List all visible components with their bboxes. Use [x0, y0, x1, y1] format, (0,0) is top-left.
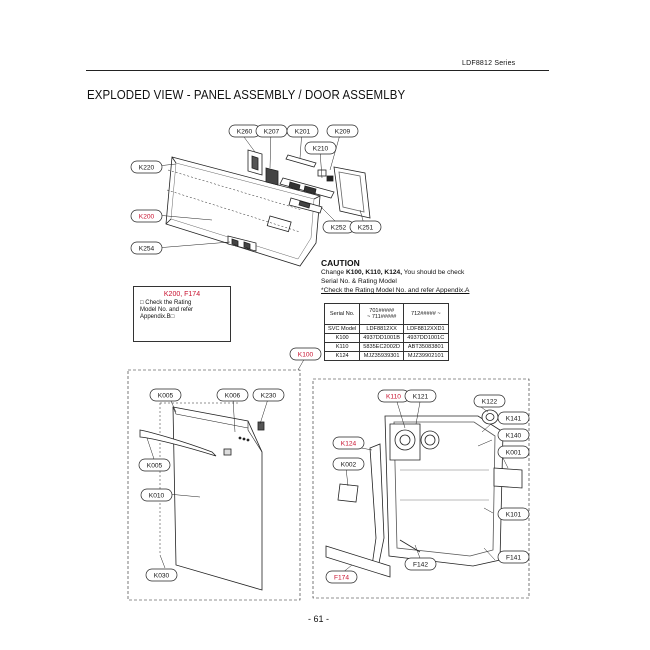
rating-note-body: □ Check the Rating Model No. and refer A…: [140, 300, 230, 321]
callout-f141: F141: [506, 555, 521, 562]
table-cell: K100: [323, 333, 361, 343]
callout-k210: K210: [313, 146, 329, 153]
callout-k140: K140: [506, 433, 522, 440]
table-cell: 5835EC2002D: [359, 342, 404, 352]
rating-note-title: K200, F174: [163, 291, 201, 298]
table-header-row: Serial No. 701##### ~ 711##### 712##### …: [323, 303, 449, 325]
panel-assembly-drawing: [165, 149, 371, 267]
table-cell: 4937DD1001C: [403, 333, 449, 343]
callout-k121: K121: [413, 394, 429, 401]
callout-k002: K002: [341, 462, 357, 469]
table-row: K100 4937DD1001B 4937DD1001C: [323, 333, 449, 343]
table-cell: K124: [323, 351, 361, 361]
caution-block: CAUTION Change K100, K110, K124, You sho…: [321, 258, 551, 295]
caution-prefix: Change: [321, 269, 346, 276]
serial-table: Serial No. 701##### ~ 711##### 712##### …: [323, 303, 449, 361]
table-header-cell: 712##### ~: [403, 303, 449, 325]
rating-note-line: Model No. and refer: [140, 307, 194, 313]
table-row: SVC Model LDF8812XX LDF8812XXD1: [323, 324, 449, 334]
callout-k101: K101: [506, 512, 522, 519]
callout-k010: K010: [149, 493, 165, 500]
door-outer-drawing: [127, 369, 301, 601]
callout-k141: K141: [506, 416, 522, 423]
callout-k122: K122: [482, 399, 498, 406]
inner-door-drawing: [312, 378, 530, 599]
table-header-cell: 701##### ~ 711#####: [359, 303, 404, 325]
page-number: - 61 -: [308, 614, 330, 624]
table-row: K110 5835EC2002D ABT35083801: [323, 342, 449, 352]
table-cell: LDF8812XX: [359, 324, 404, 334]
callout-k260: K260: [237, 129, 253, 136]
table-cell: ABT35083801: [403, 342, 449, 352]
header-rule: [86, 70, 549, 71]
callout-k252: K252: [331, 225, 347, 232]
callout-k030: K030: [154, 573, 170, 580]
callout-k230: K230: [261, 393, 277, 400]
callout-k254: K254: [139, 246, 155, 253]
caution-line-2: Serial No. & Rating Model: [321, 278, 397, 285]
series-label: LDF8812 Series: [462, 60, 516, 67]
rating-note-box: K200, F174 □ Check the Rating Model No. …: [133, 286, 231, 342]
page-title: EXPLODED VIEW - PANEL ASSEMBLY / DOOR AS…: [87, 88, 406, 102]
caution-title: CAUTION: [321, 258, 360, 268]
callout-k006: K006: [225, 393, 241, 400]
table-header-cell: Serial No.: [323, 303, 361, 325]
rating-note-line: Appendix.B□: [140, 314, 175, 320]
table-cell: LDF8812XXD1: [403, 324, 449, 334]
caution-parts: K100, K110, K124,: [345, 269, 403, 276]
table-cell: 4937DD1001B: [359, 333, 404, 343]
rating-note-line: □ Check the Rating: [140, 300, 192, 306]
callout-k251: K251: [358, 225, 374, 232]
table-cell: MJZ39902101: [403, 351, 449, 361]
caution-suffix: You should be check: [402, 269, 465, 276]
callout-k209: K209: [335, 129, 351, 136]
callout-k207: K207: [264, 129, 280, 136]
caution-line-1: Change K100, K110, K124, You should be c…: [321, 268, 551, 277]
table-cell: MJZ35939301: [359, 351, 404, 361]
callout-k100: K100: [298, 352, 314, 359]
callout-k201: K201: [295, 129, 311, 136]
callout-k005-handle: K005: [147, 463, 163, 470]
table-cell: K110: [323, 342, 361, 352]
callout-f174: F174: [334, 575, 349, 582]
callout-f142: F142: [413, 562, 428, 569]
callout-k200: K200: [139, 214, 155, 221]
table-row: K124 MJZ35939301 MJZ39902101: [323, 351, 449, 361]
table-cell: SVC Model: [323, 324, 361, 334]
callout-k110: K110: [386, 394, 401, 401]
callout-k001: K001: [506, 450, 522, 457]
callout-k220: K220: [139, 165, 155, 172]
callout-k005: K005: [158, 393, 174, 400]
callout-k124: K124: [341, 441, 357, 448]
caution-check-note: *Check the Rating Model No. and refer Ap…: [321, 287, 470, 294]
